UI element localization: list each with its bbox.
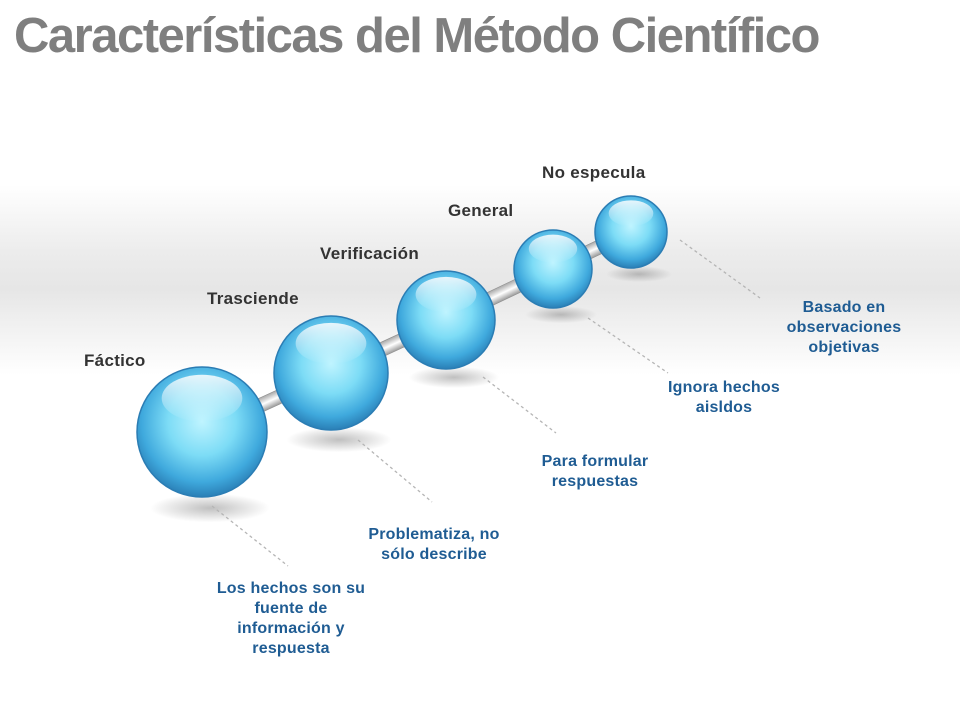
leader-line-trasciende [357, 439, 433, 503]
label-no-especula: No especula [542, 163, 646, 182]
sphere-factico [136, 366, 268, 498]
shadow-factico [150, 493, 270, 523]
shadow-verificacion [408, 366, 500, 389]
description-general: Ignora hechos aisldos [668, 379, 780, 416]
description-no-especula: Basado en observaciones objetivas [786, 299, 902, 356]
leader-line-factico [211, 505, 289, 567]
description-trasciende: Problematiza, no sólo describe [368, 526, 500, 563]
shadow-general [525, 306, 597, 324]
label-factico: Fáctico [84, 351, 146, 370]
slide-title: Características del Método Científico [14, 9, 820, 63]
leader-line-general [587, 317, 669, 374]
sphere-no-especula [594, 195, 668, 269]
label-verificacion: Verificación [320, 244, 420, 263]
shadow-trasciende [286, 427, 392, 453]
leader-line-no-especula [679, 239, 761, 299]
sphere-general [513, 229, 593, 309]
description-verificacion: Para formular respuestas [541, 453, 649, 490]
label-general: General [448, 201, 514, 220]
description-factico: Los hechos son su fuente de información … [216, 580, 366, 657]
leader-line-verificacion [482, 376, 557, 434]
shadow-no-especula [605, 266, 673, 283]
sphere-verificacion [396, 270, 496, 370]
label-trasciende: Trasciende [207, 289, 299, 308]
sphere-trasciende [273, 315, 389, 431]
